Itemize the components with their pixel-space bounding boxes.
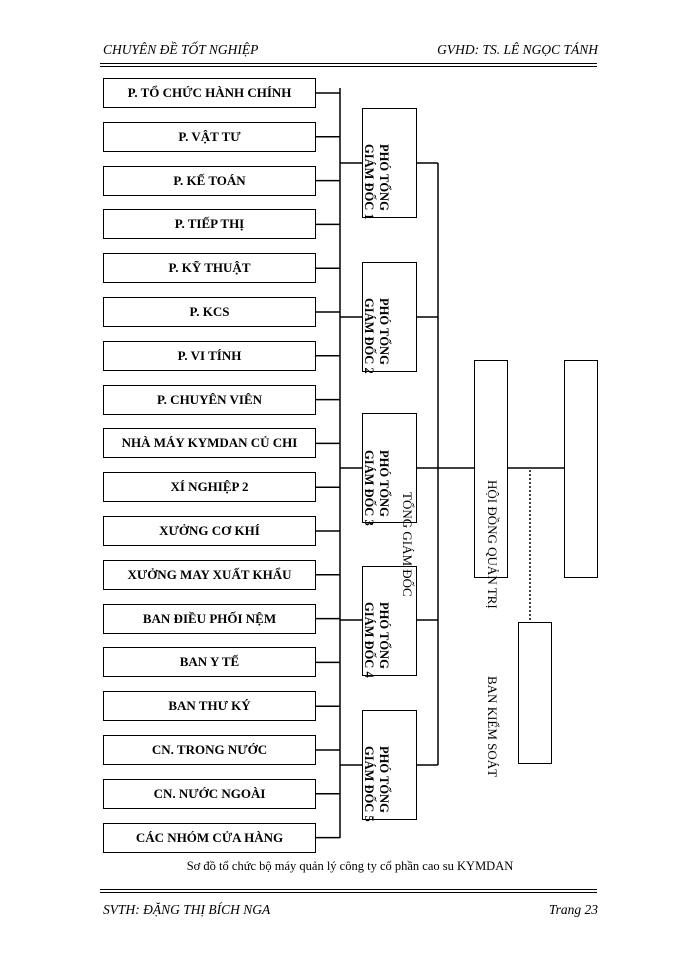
department-box: P. TIẾP THỊ — [103, 209, 316, 240]
header-rule — [100, 63, 597, 64]
header-left: CHUYÊN ĐỀ TỐT NGHIỆP — [103, 42, 259, 57]
footer-left: SVTH: ĐẶNG THỊ BÍCH NGA — [103, 902, 271, 917]
deputy-director-2-box — [362, 262, 417, 372]
department-box: BAN THƯ KÝ — [103, 691, 316, 722]
department-box: BAN ĐIỀU PHỐI NỆM — [103, 603, 316, 634]
department-box: XƯỞNG MAY XUẤT KHẨU — [103, 559, 316, 590]
right-box-top — [564, 360, 598, 578]
department-box: P. KỸ THUẬT — [103, 253, 316, 284]
board-label: HỘI ĐỒNG QUẢN TRỊ — [485, 480, 500, 609]
deputy-director-1-box — [362, 108, 417, 218]
department-box: P. KẾ TOÁN — [103, 165, 316, 196]
deputy-director-5-box — [362, 710, 417, 820]
control-board-label: BAN KIỂM SOÁT — [485, 676, 500, 778]
header-right: GVHD: TS. LÊ NGỌC TÁNH — [437, 42, 598, 57]
department-box: XÍ NGHIỆP 2 — [103, 472, 316, 503]
control-board-box — [518, 622, 552, 764]
general-director-label: TỔNG GIÁM ĐỐC — [400, 492, 415, 597]
footer-right: Trang 23 — [548, 902, 598, 917]
department-box: P. CHUYÊN VIÊN — [103, 384, 316, 415]
department-box: P. TỔ CHỨC HÀNH CHÍNH — [103, 78, 316, 108]
department-box: CÁC NHÓM CỬA HÀNG — [103, 822, 316, 853]
diagram-caption: Sơ đồ tổ chức bộ máy quản lý công ty cổ … — [186, 859, 514, 873]
footer-rule — [100, 889, 597, 890]
department-box: P. VẬT TƯ — [103, 121, 316, 152]
department-box: NHÀ MÁY KYMDAN CỦ CHI — [103, 428, 316, 459]
deputy-director-3-box — [362, 413, 417, 523]
deputy-director-4-box — [362, 566, 417, 676]
department-box: BAN Y TẾ — [103, 647, 316, 678]
department-box: P. VI TÍNH — [103, 340, 316, 371]
department-box: CN. TRONG NƯỚC — [103, 735, 316, 765]
department-box: CN. NƯỚC NGOÀI — [103, 778, 316, 809]
footer-rule-2 — [100, 892, 597, 893]
header-rule-2 — [100, 66, 597, 67]
department-box: P. KCS — [103, 297, 316, 327]
board-box — [474, 360, 508, 578]
department-box: XƯỞNG CƠ KHÍ — [103, 516, 316, 546]
